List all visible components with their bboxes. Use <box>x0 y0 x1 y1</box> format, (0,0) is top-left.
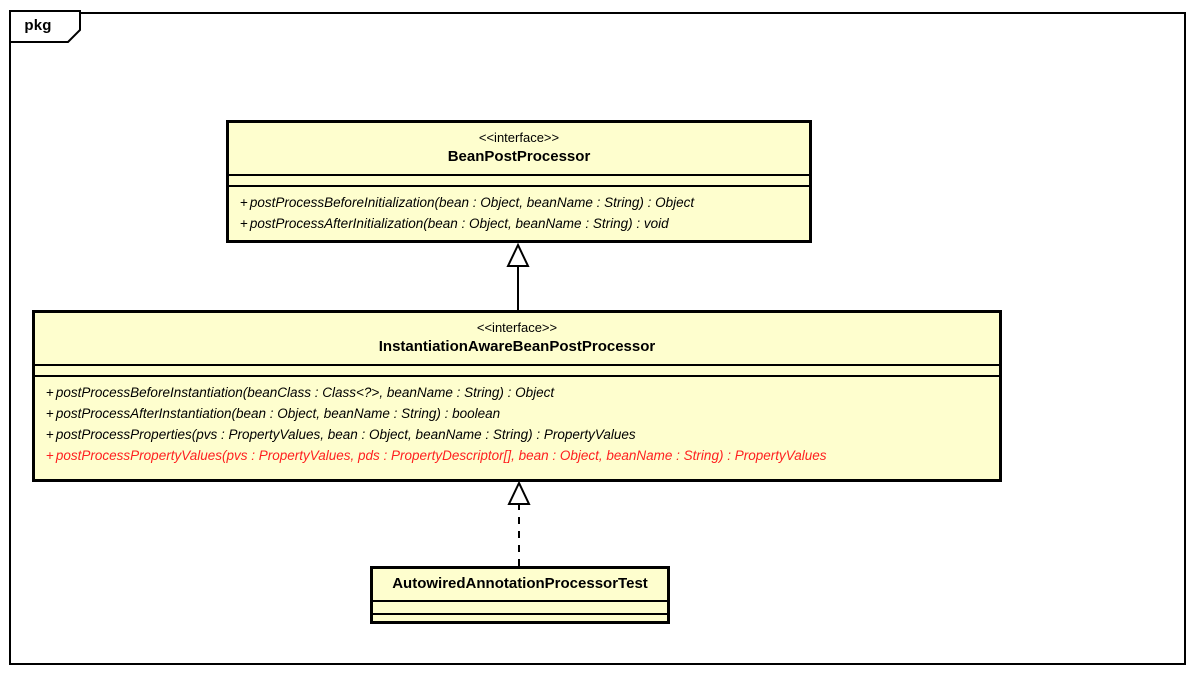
operation-row[interactable]: +postProcessBeforeInstantiation(beanClas… <box>35 382 999 403</box>
class-name: InstantiationAwareBeanPostProcessor <box>378 338 656 355</box>
class-header: <<interface>> InstantiationAwareBeanPost… <box>35 313 999 364</box>
attributes-compartment <box>229 176 809 185</box>
class-name: AutowiredAnnotationProcessorTest <box>392 575 648 592</box>
operation-signature: postProcessBeforeInitialization(bean : O… <box>249 195 695 210</box>
class-stereotype: <<interface>> <box>476 320 558 335</box>
operation-row[interactable]: +postProcessAfterInitialization(bean : O… <box>229 213 809 234</box>
operation-signature: postProcessAfterInitialization(bean : Ob… <box>249 216 669 231</box>
operations-compartment: +postProcessBeforeInitialization(bean : … <box>229 187 809 240</box>
class-header: <<interface>> BeanPostProcessor <box>229 123 809 174</box>
operation-signature: postProcessProperties(pvs : PropertyValu… <box>55 427 636 442</box>
operations-compartment <box>373 615 667 626</box>
operation-signature: postProcessAfterInstantiation(bean : Obj… <box>55 406 501 421</box>
compartment-separator <box>373 600 667 602</box>
attributes-compartment <box>373 602 667 613</box>
compartment-separator <box>35 375 999 377</box>
compartment-separator <box>35 364 999 366</box>
compartment-separator <box>229 174 809 176</box>
class-box-autowiredannotationprocessortest[interactable]: AutowiredAnnotationProcessorTest <box>370 566 670 624</box>
compartment-separator <box>373 613 667 615</box>
operation-row[interactable]: +postProcessBeforeInitialization(bean : … <box>229 192 809 213</box>
operation-row[interactable]: +postProcessProperties(pvs : PropertyVal… <box>35 424 999 445</box>
operation-signature: postProcessBeforeInstantiation(beanClass… <box>55 385 555 400</box>
visibility-marker: + <box>240 216 248 231</box>
operation-row-deprecated[interactable]: +postProcessPropertyValues(pvs : Propert… <box>35 445 999 466</box>
package-tab-shape <box>9 10 81 43</box>
operations-compartment: +postProcessBeforeInstantiation(beanClas… <box>35 377 999 472</box>
class-box-instantiationawarebeanpostprocessor[interactable]: <<interface>> InstantiationAwareBeanPost… <box>32 310 1002 482</box>
visibility-marker: + <box>46 385 54 400</box>
class-box-beanpostprocessor[interactable]: <<interface>> BeanPostProcessor +postPro… <box>226 120 812 243</box>
visibility-marker: + <box>46 448 54 463</box>
operation-row[interactable]: +postProcessAfterInstantiation(bean : Ob… <box>35 403 999 424</box>
attributes-compartment <box>35 366 999 375</box>
operation-signature: postProcessPropertyValues(pvs : Property… <box>55 448 827 463</box>
compartment-separator <box>229 185 809 187</box>
package-frame <box>9 12 1186 665</box>
package-label: pkg <box>24 17 52 34</box>
visibility-marker: + <box>46 427 54 442</box>
package-frame-top-edge <box>80 12 1186 14</box>
class-name: BeanPostProcessor <box>447 148 591 165</box>
class-header: AutowiredAnnotationProcessorTest <box>373 569 667 600</box>
visibility-marker: + <box>46 406 54 421</box>
class-stereotype: <<interface>> <box>478 130 560 145</box>
visibility-marker: + <box>240 195 248 210</box>
